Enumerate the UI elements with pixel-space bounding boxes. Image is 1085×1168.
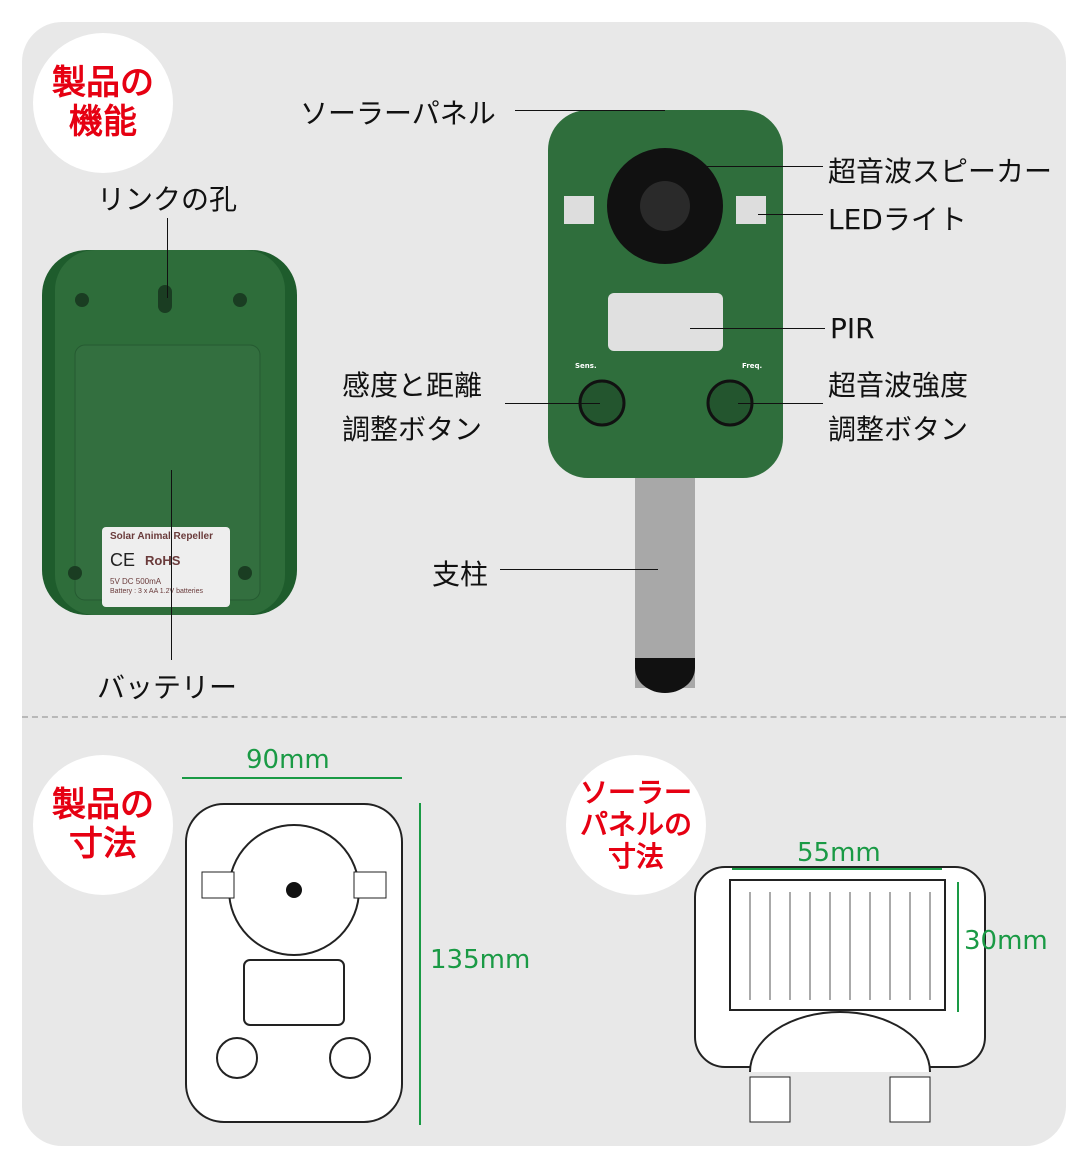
width-dimension-line	[182, 777, 402, 779]
leader-line	[758, 214, 823, 215]
height-dimension-line	[419, 803, 421, 1125]
panel-width-dimension: 55mm	[797, 838, 881, 868]
leader-line	[515, 110, 665, 111]
panel-width-dimension-line	[732, 868, 942, 870]
leader-line	[167, 218, 168, 298]
badge-line: 寸法	[607, 840, 664, 874]
label-led: LEDライト	[828, 203, 967, 236]
solar-panel-drawing	[694, 866, 986, 1123]
product-label: Solar Animal Repeller CE RoHS 5V DC 500mA…	[102, 527, 230, 607]
device-back-image	[42, 250, 297, 615]
label-pir: PIR	[830, 312, 875, 345]
leader-line	[171, 470, 172, 660]
badge-line: 製品の	[52, 62, 154, 103]
label-sens: 感度と距離	[342, 369, 483, 402]
badge-line: 寸法	[69, 824, 137, 864]
leader-line	[675, 166, 823, 167]
leader-line	[505, 403, 600, 404]
leader-line	[738, 403, 823, 404]
freq-label: Freq.	[742, 362, 763, 370]
badge-line: 製品の	[52, 784, 154, 825]
label-freq: 超音波強度	[828, 369, 969, 402]
rohs-mark: RoHS	[145, 553, 181, 568]
badge-line: 機能	[69, 102, 137, 142]
label-sens-button: 調整ボタン	[342, 413, 483, 446]
ce-mark: CE	[110, 550, 136, 570]
label-title: Solar Animal Repeller	[110, 531, 213, 542]
solar-dimensions-badge: ソーラー パネルの 寸法	[566, 755, 706, 895]
dimensions-badge: 製品の 寸法	[33, 755, 173, 895]
section-divider	[22, 716, 1066, 718]
badge-line: ソーラー	[579, 775, 692, 809]
power-spec: 5V DC 500mA	[110, 577, 162, 586]
device-front-image	[548, 110, 783, 693]
badge-line: パネルの	[579, 807, 692, 841]
label-hole: リンクの孔	[97, 183, 238, 216]
sens-label: Sens.	[575, 362, 597, 370]
device-outline-drawing	[185, 803, 403, 1123]
label-stake: 支柱	[432, 558, 489, 591]
features-badge: 製品の 機能	[33, 33, 173, 173]
width-dimension: 90mm	[246, 745, 330, 775]
panel-height-dimension-line	[957, 882, 959, 1012]
label-battery: バッテリー	[97, 671, 238, 704]
battery-spec: Battery : 3 x AA 1.2V batteries	[110, 588, 203, 595]
label-speaker: 超音波スピーカー	[828, 155, 1053, 188]
panel-height-dimension: 30mm	[964, 926, 1048, 956]
label-freq-button: 調整ボタン	[828, 413, 969, 446]
leader-line	[500, 569, 658, 570]
label-solar-panel: ソーラーパネル	[300, 97, 496, 130]
height-dimension: 135mm	[430, 945, 531, 975]
leader-line	[690, 328, 825, 329]
